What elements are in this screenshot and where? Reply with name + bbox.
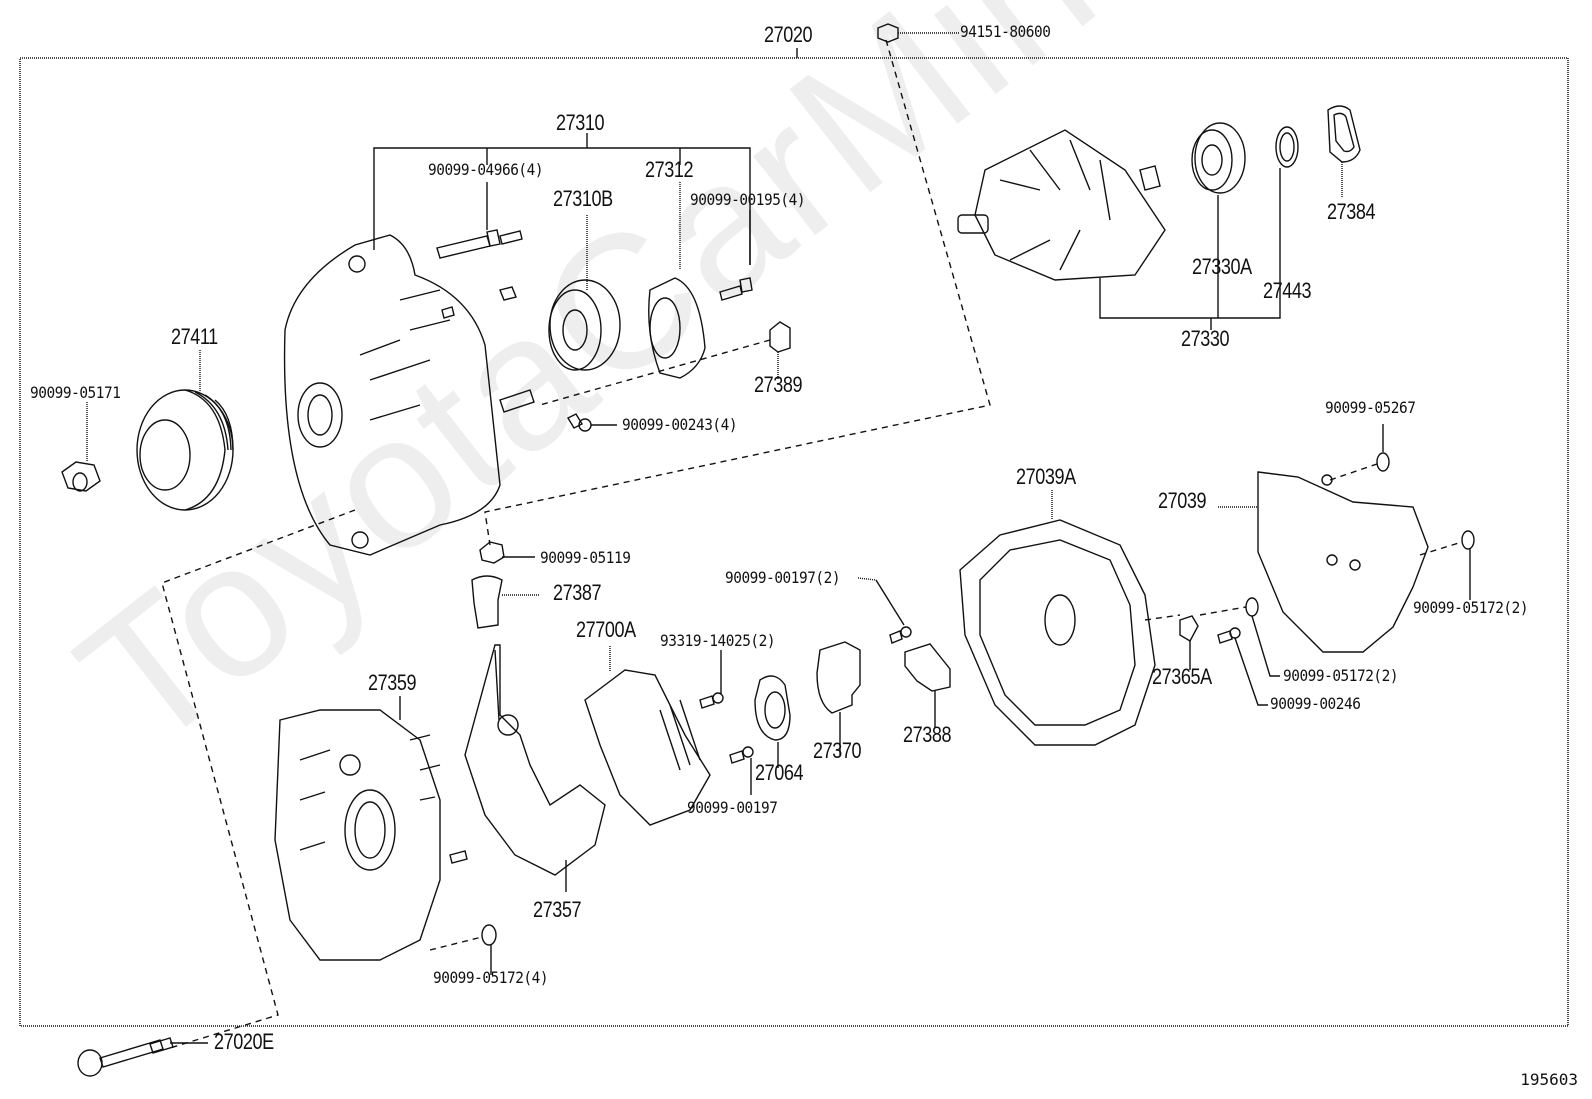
label-27310: 27310: [556, 110, 605, 135]
assembly-frame: [19, 57, 1569, 1027]
voltage-regulator-icon: [584, 646, 711, 826]
rear-end-cover-icon: [1218, 471, 1429, 653]
label-27359: 27359: [368, 670, 417, 695]
label-27384: 27384: [1327, 199, 1376, 224]
pulley-icon: [136, 389, 234, 511]
label-27310B: 27310B: [553, 186, 613, 211]
brush-holder-cover-icon: [904, 643, 951, 728]
label-27064: 27064: [755, 760, 804, 785]
dashed-assembly-line-2: [161, 509, 356, 1049]
label-93319-14025: 93319-14025(2): [660, 631, 776, 650]
label-90099-00197-2: 90099-00197(2): [725, 568, 841, 587]
label-94151-80600: 94151-80600: [960, 22, 1051, 41]
bearing-cover-icon: [1275, 126, 1299, 168]
screw-icon: [719, 277, 753, 301]
label-27388: 27388: [903, 722, 952, 747]
plate-terminal-icon: [1144, 614, 1199, 670]
nut-94151-icon: [877, 23, 960, 43]
label-27387: 27387: [553, 580, 602, 605]
nut-05267-icon: [1329, 424, 1390, 481]
label-90099-05119: 90099-05119: [540, 548, 631, 567]
nut-05172-right-icon: [1419, 530, 1475, 600]
screw-00197-2-icon: [857, 577, 912, 644]
bearing-retainer-icon: [648, 277, 706, 379]
rear-end-frame-icon: [959, 490, 1156, 746]
label-27411: 27411: [171, 324, 218, 349]
label-27443: 27443: [1263, 278, 1312, 303]
label-90099-05172-right: 90099-05172(2): [1413, 598, 1529, 617]
label-27020E: 27020E: [214, 1029, 274, 1054]
label-27312: 27312: [645, 157, 694, 182]
screw-00246-icon: [1217, 627, 1268, 706]
gasket-icon: [754, 675, 791, 768]
nut-05172-mid-icon: [1199, 597, 1280, 677]
nut-05119-icon: [479, 541, 535, 564]
label-27039A: 27039A: [1016, 464, 1076, 489]
label-90099-05172-bottom: 90099-05172(4): [433, 968, 549, 987]
label-27039: 27039: [1158, 488, 1207, 513]
stud-bolt-icon: [436, 229, 523, 259]
dashed-assembly-line: [484, 39, 991, 546]
screw-00243-icon: [567, 413, 617, 432]
label-27370: 27370: [813, 738, 862, 763]
label-90099-05171: 90099-05171: [30, 383, 121, 402]
label-90099-00197: 90099-00197: [687, 798, 778, 817]
label-27700A: 27700A: [576, 617, 636, 642]
label-27330A: 27330A: [1192, 254, 1252, 279]
rotor-icon: [957, 129, 1166, 281]
bearing-icon: [548, 279, 621, 371]
label-27365A: 27365A: [1152, 664, 1212, 689]
diagram-id: 195603: [1520, 1070, 1578, 1089]
rectifier-holder-icon: [464, 644, 606, 892]
pulley-nut-icon: [61, 402, 101, 492]
brush-holder-icon: [816, 641, 861, 755]
screw-00197-icon: [729, 746, 754, 795]
through-bolt-icon: [77, 1037, 208, 1077]
label-90099-05172-mid: 90099-05172(2): [1283, 666, 1399, 685]
label-90099-00243: 90099-00243(4): [622, 415, 738, 434]
drive-end-frame-icon: [283, 234, 535, 556]
rear-bearing-icon: [1191, 122, 1246, 194]
seal-icon: [1327, 105, 1361, 198]
label-27357: 27357: [533, 897, 582, 922]
label-27389: 27389: [754, 372, 803, 397]
label-27330: 27330: [1181, 326, 1230, 351]
nut-05172-bottom-icon: [429, 924, 497, 975]
screw-93319-icon: [699, 650, 724, 709]
bracket-27310: [373, 133, 751, 290]
label-90099-05267: 90099-05267: [1325, 398, 1416, 417]
label-90099-04966: 90099-04966(4): [428, 160, 544, 179]
cap-icon: [539, 321, 791, 406]
bracket-27330: [1099, 168, 1281, 330]
label-90099-00195: 90099-00195(4): [690, 190, 806, 209]
end-frame-icon: [274, 696, 468, 961]
terminal-insulator-icon: [471, 575, 540, 629]
label-90099-00246: 90099-00246: [1270, 694, 1361, 713]
label-27020: 27020: [764, 22, 813, 47]
